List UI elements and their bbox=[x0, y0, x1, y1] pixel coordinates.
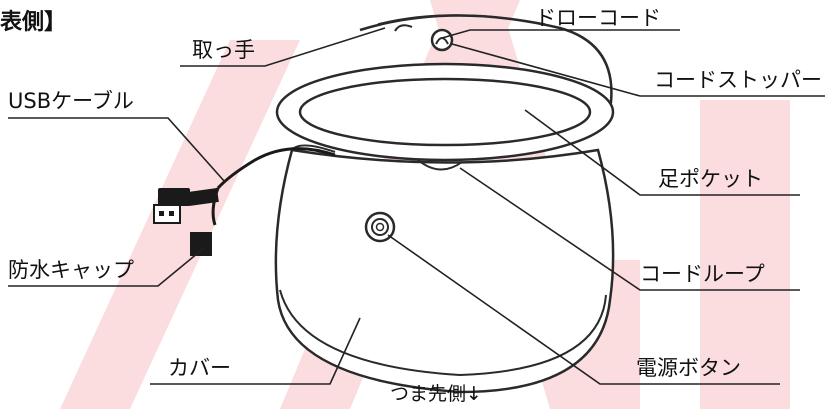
page-heading: 表側】 bbox=[0, 10, 67, 35]
label-cord-stopper: コードストッパー bbox=[654, 68, 822, 92]
power-button-icon bbox=[364, 211, 396, 243]
label-handle: 取っ手 bbox=[192, 38, 255, 62]
label-toe-side: つま先側↓ bbox=[390, 383, 482, 405]
label-power-button: 電源ボタン bbox=[636, 356, 741, 380]
warmer-body bbox=[274, 14, 615, 394]
label-usb-cable: USBケーブル bbox=[8, 89, 134, 113]
waterproof-cap-icon bbox=[190, 232, 212, 256]
label-draw-cord: ドローコード bbox=[535, 6, 661, 30]
leader-lines bbox=[8, 27, 825, 385]
label-cord-loop: コードループ bbox=[640, 262, 765, 286]
label-cover: カバー bbox=[168, 356, 231, 380]
label-waterproof-cap: 防水キャップ bbox=[8, 258, 134, 282]
label-foot-pocket: 足ポケット bbox=[658, 167, 763, 191]
usb-plug-icon bbox=[153, 187, 219, 224]
